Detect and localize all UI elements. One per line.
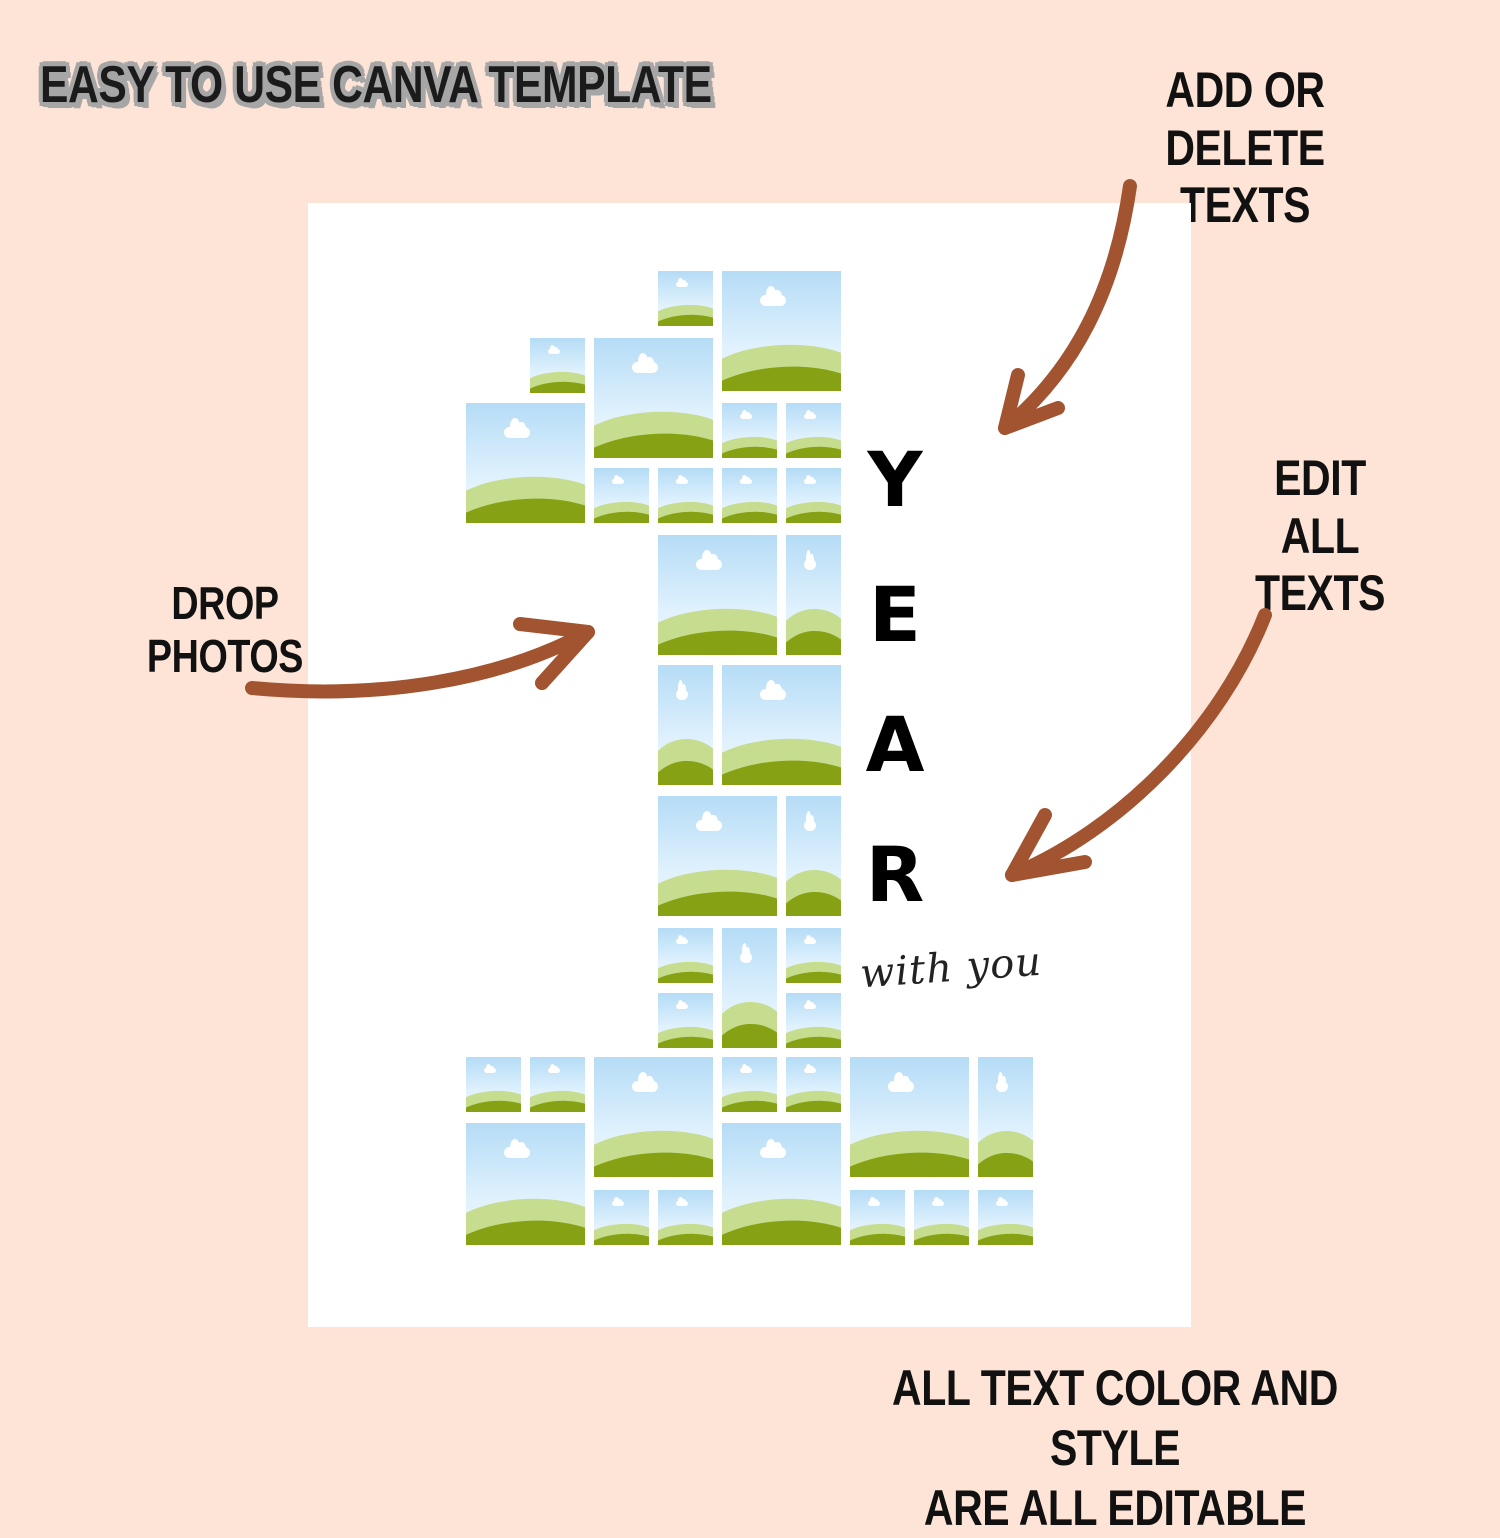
photo-placeholder-icon[interactable] bbox=[594, 1057, 713, 1177]
photo-placeholder-icon[interactable] bbox=[978, 1057, 1033, 1177]
callout-drop-photos: DROP PHOTOS bbox=[146, 577, 304, 682]
photo-placeholder-icon[interactable] bbox=[722, 403, 777, 458]
arrow-head bbox=[513, 617, 595, 690]
photo-placeholder-icon[interactable] bbox=[722, 665, 841, 785]
photo-placeholder-icon[interactable] bbox=[594, 468, 649, 523]
photo-placeholder-icon[interactable] bbox=[658, 535, 777, 655]
photo-placeholder-icon[interactable] bbox=[658, 1190, 713, 1245]
year-letter-a: A bbox=[865, 700, 925, 789]
photo-placeholder-icon[interactable] bbox=[530, 338, 585, 393]
photo-placeholder-icon[interactable] bbox=[658, 928, 713, 983]
callout-line: ADD OR DELETE bbox=[1165, 62, 1325, 176]
photo-placeholder-icon[interactable] bbox=[722, 468, 777, 523]
photo-placeholder-icon[interactable] bbox=[722, 1057, 777, 1112]
photo-placeholder-icon[interactable] bbox=[658, 271, 713, 326]
photo-placeholder-icon[interactable] bbox=[786, 796, 841, 916]
photo-placeholder-icon[interactable] bbox=[786, 468, 841, 523]
photo-placeholder-icon[interactable] bbox=[594, 1190, 649, 1245]
photo-placeholder-icon[interactable] bbox=[786, 403, 841, 458]
photo-placeholder-icon[interactable] bbox=[594, 338, 713, 458]
photo-placeholder-icon[interactable] bbox=[658, 993, 713, 1048]
callout-line: ALL TEXT COLOR AND STYLE bbox=[892, 1360, 1338, 1476]
year-letter-e: E bbox=[869, 570, 921, 659]
callout-line: EDIT bbox=[1274, 450, 1366, 506]
photo-placeholder-icon[interactable] bbox=[530, 1057, 585, 1112]
arrow-to-photos bbox=[245, 625, 595, 699]
photo-placeholder-icon[interactable] bbox=[466, 1057, 521, 1112]
headline: EASY TO USE CANVA TEMPLATE bbox=[40, 56, 712, 114]
callout-line: ALL TEXTS bbox=[1254, 507, 1386, 622]
arrow-head bbox=[998, 368, 1065, 435]
arrow-head bbox=[1005, 808, 1092, 882]
photo-placeholder-icon[interactable] bbox=[786, 993, 841, 1048]
photo-placeholder-icon[interactable] bbox=[658, 468, 713, 523]
photo-placeholder-icon[interactable] bbox=[786, 535, 841, 655]
photo-placeholder-icon[interactable] bbox=[978, 1190, 1033, 1245]
photo-placeholder-icon[interactable] bbox=[786, 928, 841, 983]
callout-edit-all-texts: EDIT ALL TEXTS bbox=[1222, 450, 1419, 623]
callout-line: TEXTS bbox=[1179, 177, 1311, 233]
year-letter-r: R bbox=[865, 830, 925, 919]
year-letter-y: Y bbox=[867, 435, 923, 524]
photo-placeholder-icon[interactable] bbox=[722, 271, 841, 391]
photo-placeholder-icon[interactable] bbox=[786, 1057, 841, 1112]
arrow-to-r-letter bbox=[1005, 608, 1272, 882]
photo-placeholder-icon[interactable] bbox=[466, 1123, 585, 1245]
photo-placeholder-icon[interactable] bbox=[850, 1190, 905, 1245]
photo-placeholder-icon[interactable] bbox=[658, 665, 713, 785]
arrow-icon bbox=[998, 179, 1137, 435]
photo-placeholder-icon[interactable] bbox=[722, 928, 777, 1048]
photo-placeholder-icon[interactable] bbox=[466, 403, 585, 523]
arrow-icon bbox=[1005, 608, 1272, 882]
arrow-to-year-text bbox=[998, 179, 1137, 435]
photo-placeholder-icon[interactable] bbox=[722, 1123, 841, 1245]
callout-add-delete-texts: ADD OR DELETE TEXTS bbox=[1122, 62, 1368, 235]
arrow-icon bbox=[245, 617, 595, 699]
photo-placeholder-icon[interactable] bbox=[914, 1190, 969, 1245]
photo-placeholder-icon[interactable] bbox=[658, 796, 777, 916]
photo-placeholder-icon[interactable] bbox=[850, 1057, 969, 1177]
